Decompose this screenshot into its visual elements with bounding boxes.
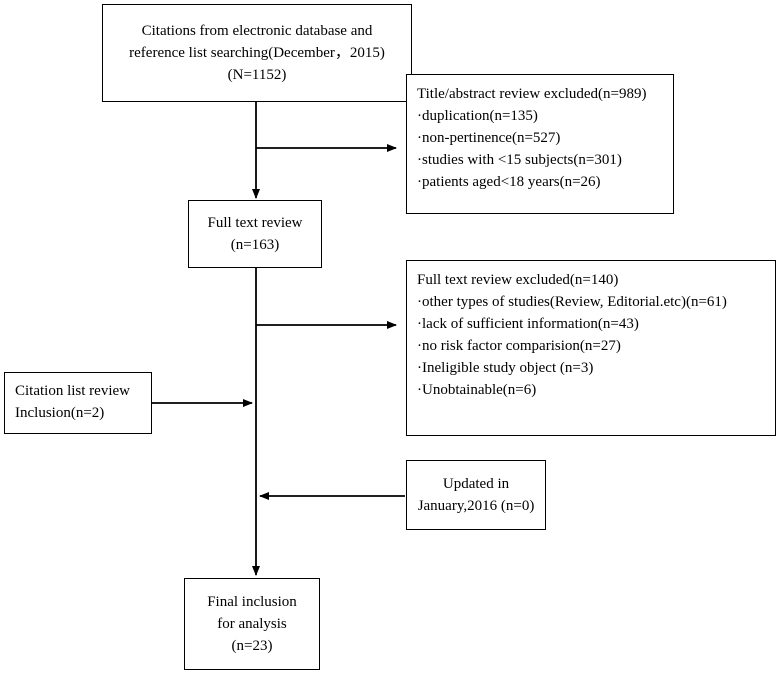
- updated-line-1: Updated in: [442, 476, 510, 492]
- citations-box: Citations from electronic database and r…: [102, 4, 412, 102]
- fulltext-excluded-line-2: ·other types of studies(Review, Editoria…: [417, 294, 727, 310]
- full-text-review-box: Full text review (n=163): [188, 200, 322, 268]
- final-inclusion-line-3: (n=23): [231, 638, 273, 654]
- citation-list-line-2: Inclusion(n=2): [15, 405, 105, 421]
- updated-box: Updated in January,2016 (n=0): [406, 460, 546, 530]
- fulltext-excluded-line-5: ·Ineligible study object (n=3): [417, 360, 594, 376]
- final-inclusion-box: Final inclusion for analysis (n=23): [184, 578, 320, 670]
- title-excluded-line-1: Title/abstract review excluded(n=989): [417, 86, 647, 102]
- citations-line-1: Citations from electronic database and: [141, 23, 373, 39]
- full-text-review-line-2: (n=163): [230, 237, 280, 253]
- final-inclusion-line-2: for analysis: [217, 616, 287, 632]
- citations-line-3: (N=1152): [227, 67, 287, 83]
- fulltext-excluded-line-6: ·Unobtainable(n=6): [417, 382, 537, 398]
- updated-line-2: January,2016 (n=0): [417, 498, 535, 514]
- fulltext-excluded-line-3: ·lack of sufficient information(n=43): [417, 316, 639, 332]
- fulltext-excluded-line-1: Full text review excluded(n=140): [417, 272, 619, 288]
- title-abstract-excluded-box: Title/abstract review excluded(n=989) ·d…: [406, 74, 674, 214]
- citation-list-review-box: Citation list review Inclusion(n=2): [4, 372, 152, 434]
- full-text-excluded-box: Full text review excluded(n=140) ·other …: [406, 260, 776, 436]
- full-text-review-line-1: Full text review: [207, 215, 303, 231]
- citations-line-2: reference list searching(December，2015): [129, 45, 385, 61]
- fulltext-excluded-line-4: ·no risk factor comparision(n=27): [417, 338, 621, 354]
- title-excluded-line-2: ·duplication(n=135): [417, 108, 538, 124]
- final-inclusion-line-1: Final inclusion: [207, 594, 297, 610]
- title-excluded-line-5: ·patients aged<18 years(n=26): [417, 174, 601, 190]
- title-excluded-line-4: ·studies with <15 subjects(n=301): [417, 152, 622, 168]
- title-excluded-line-3: ·non-pertinence(n=527): [417, 130, 561, 146]
- citation-list-line-1: Citation list review: [15, 383, 130, 399]
